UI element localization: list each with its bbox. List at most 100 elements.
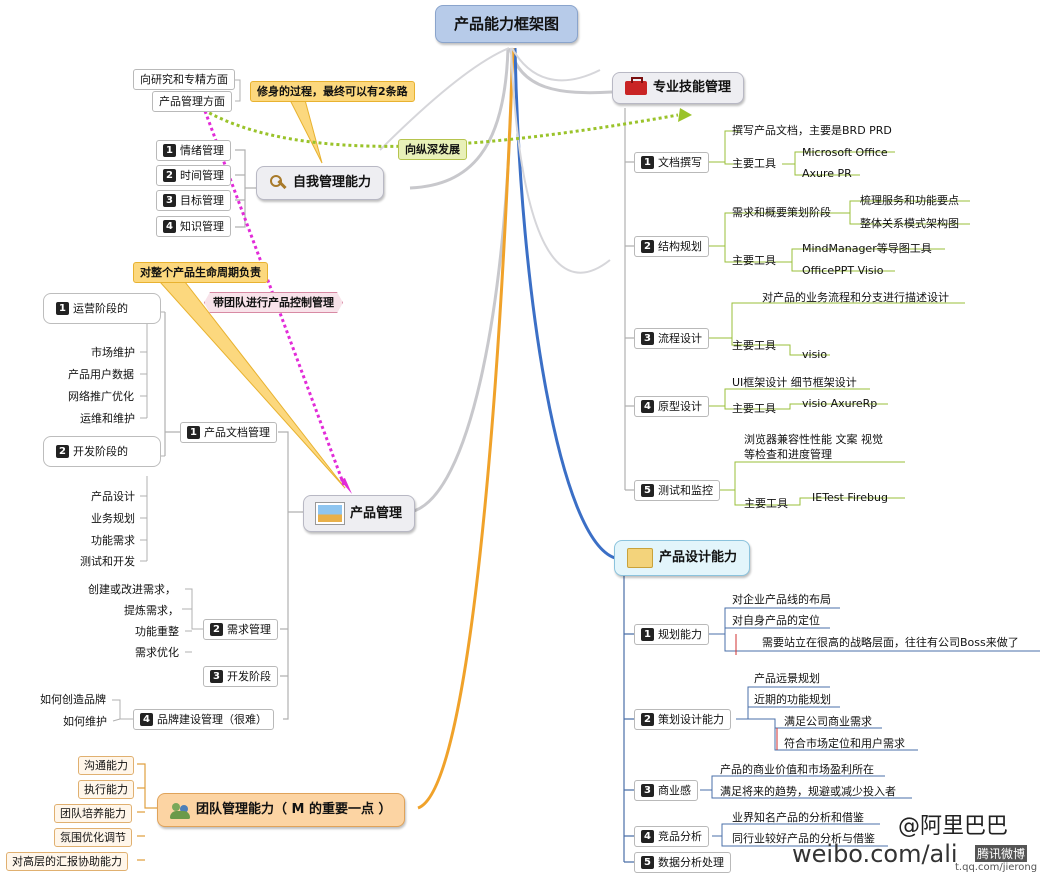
team-item-4[interactable]: 氛围优化调节 [54,828,132,848]
dev-item-2: 业务规划 [91,512,135,525]
pro-doc-label: 文档撰写 [658,156,702,169]
callout-lifecycle-text: 对整个产品生命周期负责 [140,266,261,279]
design-business-item-2: 满足将来的趋势，规避或减少投入者 [720,785,896,798]
product-dev-stage-label: 开发阶段的 [73,445,128,458]
pro-flow-desc: 对产品的业务流程和分支进行描述设计 [762,291,949,304]
brand-item-2: 如何维护 [63,715,107,728]
professional-node[interactable]: 专业技能管理 [612,72,745,104]
number-5-icon: 5 [641,484,654,498]
design-strategy-sub-2: 符合市场定位和用户需求 [784,737,905,750]
pro-doc-tool-2: Axure PR [802,167,852,180]
toolbox-icon [625,76,647,95]
self-item-label: 情绪管理 [180,144,224,157]
pro-doc-tool-1: Microsoft Office [802,146,888,159]
direction-product[interactable]: 产品管理方面 [152,91,232,113]
number-4-icon: 4 [641,830,654,844]
number-4-icon: 4 [641,400,654,414]
ops-item-1: 市场维护 [91,346,135,359]
people-icon [170,801,190,819]
team-node[interactable]: 团队管理能力（ M 的重要一点 ） [157,793,405,827]
product-dev-phase-label: 开发阶段 [227,670,271,683]
self-item-label: 时间管理 [180,169,224,182]
self-management-node[interactable]: 自我管理能力 [256,166,385,200]
pro-structure-tool-2: OfficePPT Visio [802,264,884,277]
team-item-3[interactable]: 团队培养能力 [54,804,132,824]
pro-proto-desc: UI框架设计 细节框架设计 [732,376,857,389]
number-2-icon: 2 [641,240,654,254]
pro-doc[interactable]: 1 文档撰写 [634,152,709,174]
design-business-item-1: 产品的商业价值和市场盈利所在 [720,763,874,776]
direction-label: 向研究和专精方面 [140,73,228,86]
direction-research[interactable]: 向研究和专精方面 [133,69,235,91]
watermark-tencent: 腾讯微博 [975,845,1028,862]
design-competitor-item-2: 同行业较好产品的分析与借鉴 [732,832,875,845]
design-competitor-label: 竞品分析 [658,830,702,843]
photo-icon [315,502,345,525]
pro-test-tools-label: 主要工具 [744,497,788,510]
pro-test-label: 测试和监控 [658,484,713,497]
design-node[interactable]: 产品设计能力 [614,540,751,576]
product-req-mgmt-label: 需求管理 [227,623,271,636]
team-item-5[interactable]: 对高层的汇报协助能力 [6,852,128,872]
req-item-2: 提炼需求， [124,604,179,617]
pro-structure-label: 结构规划 [658,240,702,253]
number-1-icon: 1 [56,302,69,316]
product-label: 产品管理 [350,505,403,521]
team-item-1[interactable]: 沟通能力 [78,756,134,776]
folder-icon [627,548,653,568]
pro-proto[interactable]: 4 原型设计 [634,396,709,418]
pro-structure[interactable]: 2 结构规划 [634,236,709,258]
pro-test-desc-1: 浏览器兼容性性能 文案 视觉 [744,433,883,446]
root-label: 产品能力框架图 [454,15,560,33]
design-planning-item-2: 对自身产品的定位 [732,614,820,627]
design-competitor[interactable]: 4 竞品分析 [634,826,709,848]
callout-vertical-text: 向纵深发展 [405,143,460,156]
team-item-2[interactable]: 执行能力 [78,780,134,800]
design-strategy-sub-1: 满足公司商业需求 [784,715,872,728]
design-label: 产品设计能力 [659,550,738,566]
ops-item-4: 运维和维护 [80,412,135,425]
pro-test-tool-1: IETest Firebug [812,491,888,504]
professional-label: 专业技能管理 [653,80,732,95]
pro-flow-tools-label: 主要工具 [732,339,776,352]
pro-proto-tools-label: 主要工具 [732,402,776,415]
design-planning-note: 需要站立在很高的战略层面，往往有公司Boss来做了 [762,636,1019,649]
design-planning-item-1: 对企业产品线的布局 [732,593,831,606]
pro-structure-tools-label: 主要工具 [732,254,776,267]
number-1-icon: 1 [641,628,654,642]
root-node[interactable]: 产品能力框架图 [435,5,579,43]
tag-team-control: 带团队进行产品控制管理 [204,292,343,313]
pro-proto-label: 原型设计 [658,400,702,413]
key-icon [269,174,287,192]
dev-item-4: 测试和开发 [80,555,135,568]
req-item-1: 创建或改进需求， [88,583,176,596]
pro-doc-desc: 撰写产品文档，主要是BRD PRD [732,124,892,137]
pro-test[interactable]: 5 测试和监控 [634,480,720,502]
design-strategy-item-1: 产品远景规划 [754,672,820,685]
self-management-label: 自我管理能力 [293,175,372,191]
number-3-icon: 3 [163,194,176,208]
number-1-icon: 1 [641,156,654,170]
product-node[interactable]: 产品管理 [303,495,416,532]
team-label: 团队管理能力（ M 的重要一点 ） [196,802,392,818]
pro-structure-sub-1: 梳理服务和功能要点 [860,194,959,207]
number-5-icon: 5 [641,856,654,870]
self-item-label: 知识管理 [180,220,224,233]
direction-label: 产品管理方面 [159,95,225,108]
ops-item-2: 产品用户数据 [68,368,134,381]
